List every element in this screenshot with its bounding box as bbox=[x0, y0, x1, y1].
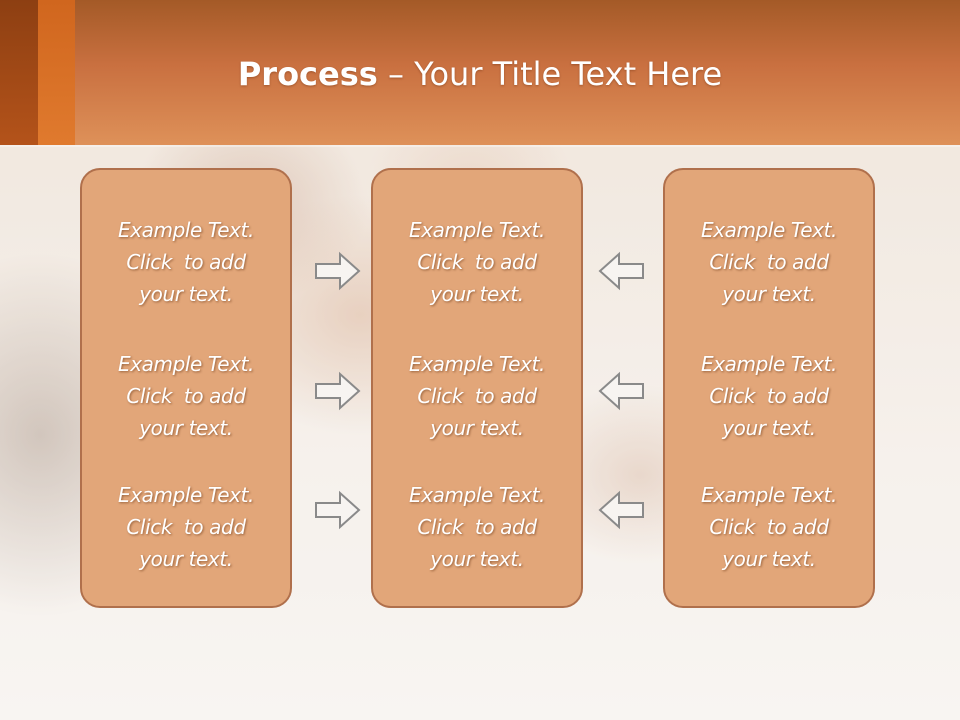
text-placeholder[interactable]: Example Text. Click to add your text. bbox=[408, 218, 545, 306]
text-placeholder[interactable]: Example Text. Click to add your text. bbox=[408, 483, 545, 571]
left-arrow-icon[interactable] bbox=[597, 251, 645, 291]
left-arrow-icon[interactable] bbox=[597, 371, 645, 411]
text-placeholder[interactable]: Example Text. Click to add your text. bbox=[117, 218, 254, 306]
process-box-center[interactable]: Example Text. Click to add your text. Ex… bbox=[371, 168, 583, 608]
text-placeholder[interactable]: Example Text. Click to add your text. bbox=[700, 483, 837, 571]
text-placeholder[interactable]: Example Text. Click to add your text. bbox=[117, 483, 254, 571]
text-placeholder[interactable]: Example Text. Click to add your text. bbox=[700, 218, 837, 306]
title-rest-text: – Your Title Text Here bbox=[377, 55, 723, 93]
slide-title[interactable]: Process – Your Title Text Here bbox=[0, 54, 960, 94]
right-arrow-icon[interactable] bbox=[314, 490, 362, 530]
header-accent-bar-bright bbox=[38, 0, 75, 145]
right-arrow-icon[interactable] bbox=[314, 371, 362, 411]
left-arrow-icon[interactable] bbox=[597, 490, 645, 530]
text-placeholder[interactable]: Example Text. Click to add your text. bbox=[700, 352, 837, 440]
header-band bbox=[0, 0, 960, 145]
title-bold-text: Process bbox=[237, 55, 378, 93]
right-arrow-icon[interactable] bbox=[314, 251, 362, 291]
text-placeholder[interactable]: Example Text. Click to add your text. bbox=[117, 352, 254, 440]
header-accent-bar-dark bbox=[0, 0, 38, 145]
process-box-right[interactable]: Example Text. Click to add your text. Ex… bbox=[663, 168, 875, 608]
process-box-left[interactable]: Example Text. Click to add your text. Ex… bbox=[80, 168, 292, 608]
text-placeholder[interactable]: Example Text. Click to add your text. bbox=[408, 352, 545, 440]
